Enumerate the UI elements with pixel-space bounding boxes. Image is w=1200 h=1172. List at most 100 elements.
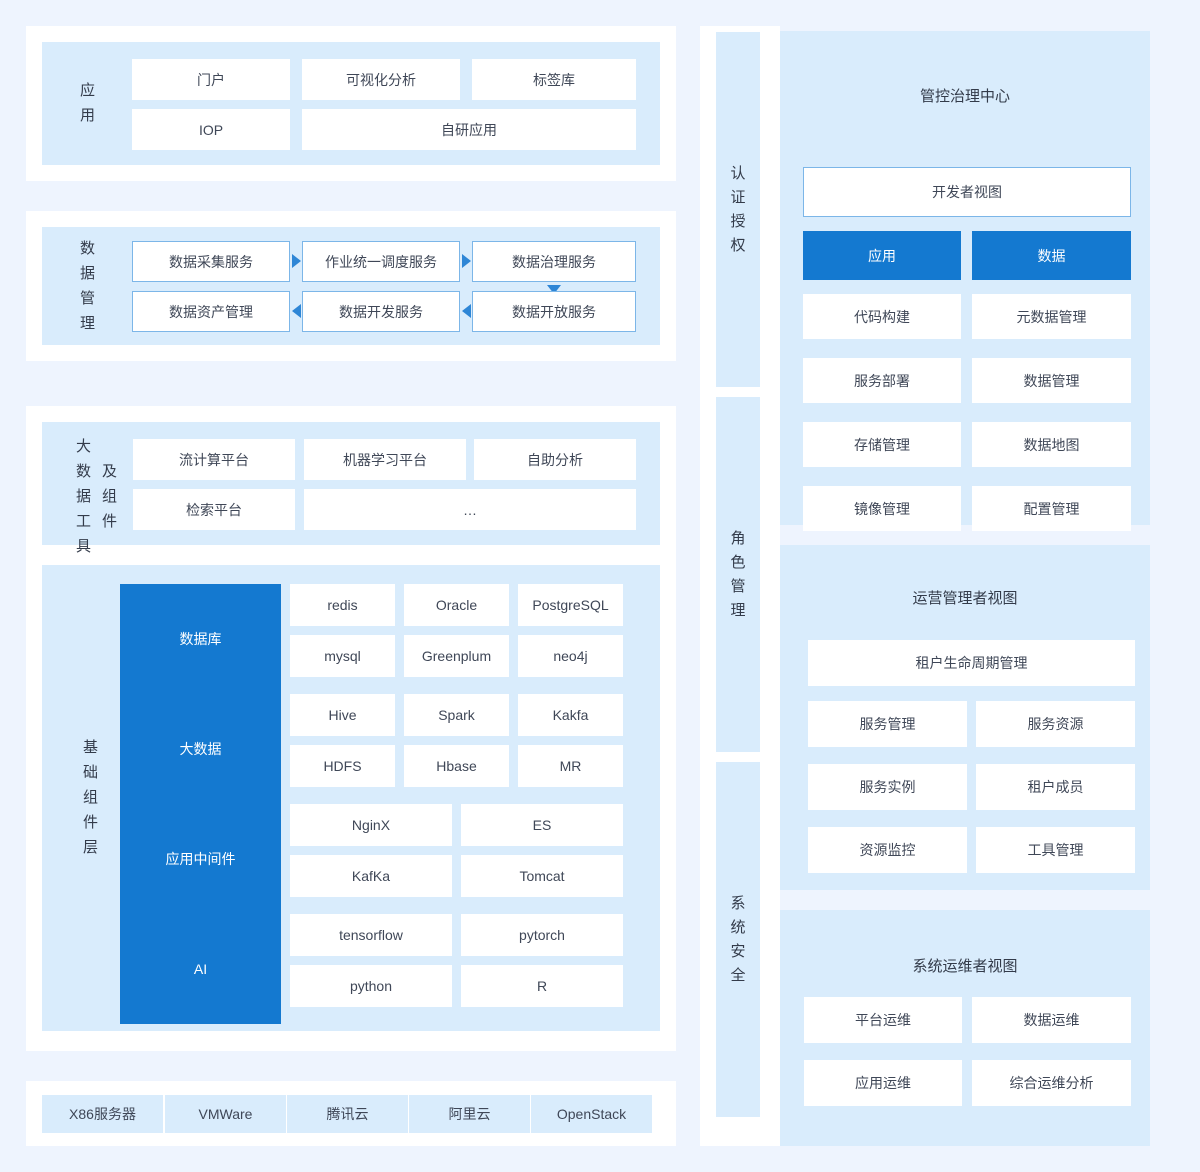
bdt-item-self-service-analysis[interactable]: 自助分析 [474,439,636,480]
dm-item-governance-service[interactable]: 数据治理服务 [472,241,636,282]
base-group-middleware[interactable]: 应用中间件 [120,804,281,914]
bdt-item-label: 自助分析 [527,451,583,468]
governance-item-data-management[interactable]: 数据管理 [972,358,1131,403]
dm-item-asset-management[interactable]: 数据资产管理 [132,291,290,332]
base-item-spark[interactable]: Spark [404,694,509,736]
dm-item-label: 数据治理服务 [512,253,596,270]
base-item-tensorflow[interactable]: tensorflow [290,914,452,956]
operations-item-tenant-member[interactable]: 租户成员 [976,764,1135,810]
base-item-mr[interactable]: MR [518,745,623,787]
operations-item-tool-management[interactable]: 工具管理 [976,827,1135,873]
base-group-label: 大数据 [179,741,222,757]
base-item-oracle[interactable]: Oracle [404,584,509,626]
dm-item-development-service[interactable]: 数据开发服务 [302,291,460,332]
dm-item-scheduling-service[interactable]: 作业统一调度服务 [302,241,460,282]
strip-system-security[interactable]: 系统安全 [716,762,760,1117]
dm-item-collection-service[interactable]: 数据采集服务 [132,241,290,282]
data-management-layer-card: 数据管理 数据采集服务 作业统一调度服务 数据治理服务 数据资产管理 数据开发服… [26,211,676,361]
base-item-r[interactable]: R [461,965,623,1007]
operations-item-tenant-lifecycle[interactable]: 租户生命周期管理 [808,640,1135,686]
governance-item-service-deployment[interactable]: 服务部署 [803,358,961,403]
base-item-nginx[interactable]: NginX [290,804,452,846]
operations-item-service-resource[interactable]: 服务资源 [976,701,1135,747]
base-item-greenplum[interactable]: Greenplum [404,635,509,677]
governance-item-image-management[interactable]: 镜像管理 [803,486,961,531]
app-item-self-developed[interactable]: 自研应用 [302,109,636,150]
infra-item-openstack[interactable]: OpenStack [531,1095,652,1133]
application-layer-panel: 应用 门户 可视化分析 标签库 IOP 自研应用 [42,42,660,165]
governance-tab-data[interactable]: 数据 [972,231,1131,280]
base-item-label: Spark [438,707,475,723]
base-item-pytorch[interactable]: pytorch [461,914,623,956]
app-item-portal[interactable]: 门户 [132,59,290,100]
app-item-visual-analysis[interactable]: 可视化分析 [302,59,460,100]
bdt-item-ml-platform[interactable]: 机器学习平台 [304,439,466,480]
app-item-tag-library[interactable]: 标签库 [472,59,636,100]
vertical-strips-card: 认证授权 角色管理 系统安全 [700,26,780,1146]
app-item-iop[interactable]: IOP [132,109,290,150]
operator-item-platform-ops[interactable]: 平台运维 [804,997,962,1043]
infra-item-vmware[interactable]: VMWare [165,1095,286,1133]
base-item-redis[interactable]: redis [290,584,395,626]
base-item-tomcat[interactable]: Tomcat [461,855,623,897]
bigdata-tools-label-col2: 及组件 [100,459,120,534]
base-group-database[interactable]: 数据库 [120,584,281,694]
governance-item-metadata-management[interactable]: 元数据管理 [972,294,1131,339]
base-item-label: Oracle [435,597,478,613]
infra-item-x86[interactable]: X86服务器 [42,1095,163,1133]
operations-manager-title-text: 运营管理者视图 [912,590,1018,607]
strip-label: 系统安全 [730,894,746,984]
base-item-hbase[interactable]: Hbase [404,745,509,787]
bdt-item-search-platform[interactable]: 检索平台 [133,489,295,530]
base-item-label: R [536,978,548,994]
governance-item-storage-management[interactable]: 存储管理 [803,422,961,467]
base-component-panel: 基础组件层 数据库 redis Oracle PostgreSQL mysql … [42,565,660,1031]
base-item-kafka-bigdata[interactable]: Kakfa [518,694,623,736]
infra-item-tencent-cloud[interactable]: 腾讯云 [287,1095,408,1133]
base-item-python[interactable]: python [290,965,452,1007]
base-item-label: NginX [351,817,391,833]
system-operator-title-text: 系统运维者视图 [912,958,1018,975]
governance-item-config-management[interactable]: 配置管理 [972,486,1131,531]
base-item-postgresql[interactable]: PostgreSQL [518,584,623,626]
bigdata-tools-panel: 大数据工具 及组件 流计算平台 机器学习平台 自助分析 检索平台 … [42,422,660,555]
operations-item-service-management[interactable]: 服务管理 [808,701,967,747]
base-group-label: 应用中间件 [165,851,236,867]
operator-item-data-ops[interactable]: 数据运维 [972,997,1131,1043]
app-item-label: 自研应用 [441,121,497,138]
operator-item-label: 平台运维 [855,1012,911,1028]
governance-item-data-map[interactable]: 数据地图 [972,422,1131,467]
governance-tab-application[interactable]: 应用 [803,231,961,280]
base-group-ai[interactable]: AI [120,914,281,1024]
strip-role-management[interactable]: 角色管理 [716,397,760,752]
governance-item-code-build[interactable]: 代码构建 [803,294,961,339]
bdt-item-label: 检索平台 [186,501,242,518]
base-component-label: 基础组件层 [81,735,101,860]
base-item-label: Hive [328,707,357,723]
dm-item-open-service[interactable]: 数据开放服务 [472,291,636,332]
governance-center-title: 管控治理中心 [780,85,1150,106]
flow-arrow-left-icon [462,304,471,318]
governance-developer-view[interactable]: 开发者视图 [803,167,1131,217]
application-layer-card: 应用 门户 可视化分析 标签库 IOP 自研应用 [26,26,676,181]
infra-item-label: 阿里云 [448,1106,491,1122]
base-item-kafka-middleware[interactable]: KafKa [290,855,452,897]
base-item-hive[interactable]: Hive [290,694,395,736]
base-item-hdfs[interactable]: HDFS [290,745,395,787]
bdt-item-stream-platform[interactable]: 流计算平台 [133,439,295,480]
operator-item-application-ops[interactable]: 应用运维 [804,1060,962,1106]
infra-item-alibaba-cloud[interactable]: 阿里云 [409,1095,530,1133]
governance-tab-label: 应用 [868,247,896,264]
strip-auth-authorization[interactable]: 认证授权 [716,32,760,387]
operations-item-service-instance[interactable]: 服务实例 [808,764,967,810]
operator-item-integrated-ops-analysis[interactable]: 综合运维分析 [972,1060,1131,1106]
base-group-bigdata[interactable]: 大数据 [120,694,281,804]
data-management-layer-label-text: 数据管理 [79,240,96,332]
base-item-es[interactable]: ES [461,804,623,846]
operations-item-label: 租户成员 [1027,779,1084,795]
bdt-item-more[interactable]: … [304,489,636,530]
operations-item-resource-monitoring[interactable]: 资源监控 [808,827,967,873]
operations-item-label: 资源监控 [859,842,916,858]
base-item-neo4j[interactable]: neo4j [518,635,623,677]
base-item-mysql[interactable]: mysql [290,635,395,677]
